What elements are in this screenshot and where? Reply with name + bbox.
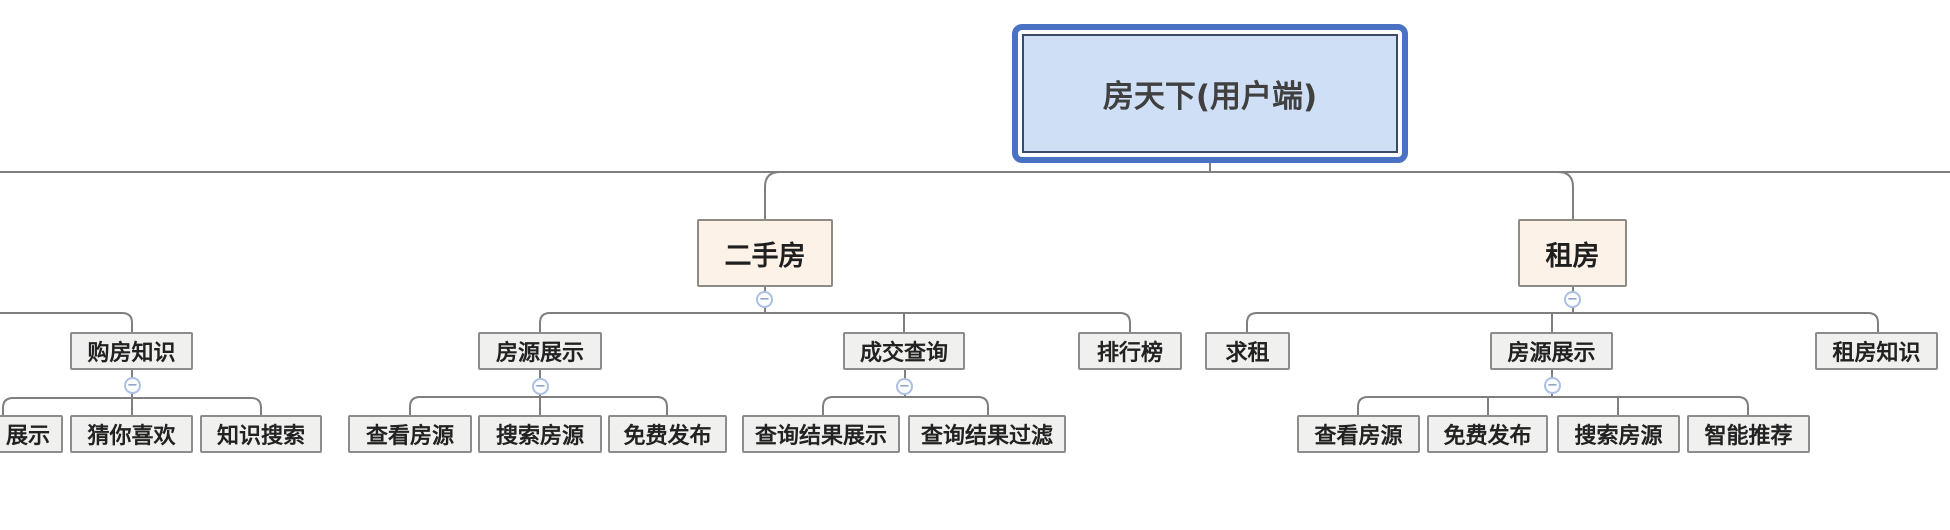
minus-icon: − xyxy=(899,378,910,394)
root-topic[interactable]: 房天下(用户端) xyxy=(1012,24,1408,163)
topic-rent-knowledge[interactable]: 租房知识 xyxy=(1815,332,1938,370)
topic-free-publish-secondhand[interactable]: 免费发布 xyxy=(608,415,727,453)
topic-display-clipped[interactable]: 展示 xyxy=(0,415,63,453)
topic-secondhand-house[interactable]: 二手房 xyxy=(697,219,833,287)
topic-query-result-filter[interactable]: 查询结果过滤 xyxy=(908,415,1066,453)
topic-guess-you-like[interactable]: 猜你喜欢 xyxy=(70,415,193,453)
topic-smart-recommend[interactable]: 智能推荐 xyxy=(1687,415,1810,453)
collapse-button-deal-query[interactable]: − xyxy=(896,378,913,395)
minus-icon: − xyxy=(759,291,770,307)
collapse-button-buying-knowledge[interactable]: − xyxy=(124,377,141,394)
collapse-button-listing-display-rent[interactable]: − xyxy=(1544,377,1561,394)
topic-listing-display-secondhand[interactable]: 房源展示 xyxy=(478,332,602,370)
minus-icon: − xyxy=(1547,377,1558,393)
topic-buying-knowledge[interactable]: 购房知识 xyxy=(70,332,193,370)
topic-listing-display-rent[interactable]: 房源展示 xyxy=(1490,332,1613,370)
topic-view-listings-rent[interactable]: 查看房源 xyxy=(1297,415,1420,453)
collapse-button-listing-display-secondhand[interactable]: − xyxy=(532,378,549,395)
topic-search-listings-rent[interactable]: 搜索房源 xyxy=(1557,415,1680,453)
topic-free-publish-rent[interactable]: 免费发布 xyxy=(1427,415,1548,453)
topic-deal-query[interactable]: 成交查询 xyxy=(843,332,965,370)
minus-icon: − xyxy=(535,378,546,394)
topic-view-listings-secondhand[interactable]: 查看房源 xyxy=(348,415,472,453)
root-topic-label: 房天下(用户端) xyxy=(1022,34,1398,153)
topic-ranking[interactable]: 排行榜 xyxy=(1078,332,1182,370)
collapse-button-secondhand[interactable]: − xyxy=(756,291,773,308)
topic-search-listings-secondhand[interactable]: 搜索房源 xyxy=(478,415,602,453)
topic-renting[interactable]: 租房 xyxy=(1518,219,1627,287)
topic-seek-rent[interactable]: 求租 xyxy=(1205,332,1290,370)
minus-icon: − xyxy=(127,377,138,393)
topic-query-result-display[interactable]: 查询结果展示 xyxy=(742,415,900,453)
minus-icon: − xyxy=(1567,291,1578,307)
collapse-button-renting[interactable]: − xyxy=(1564,291,1581,308)
topic-knowledge-search[interactable]: 知识搜索 xyxy=(200,415,322,453)
